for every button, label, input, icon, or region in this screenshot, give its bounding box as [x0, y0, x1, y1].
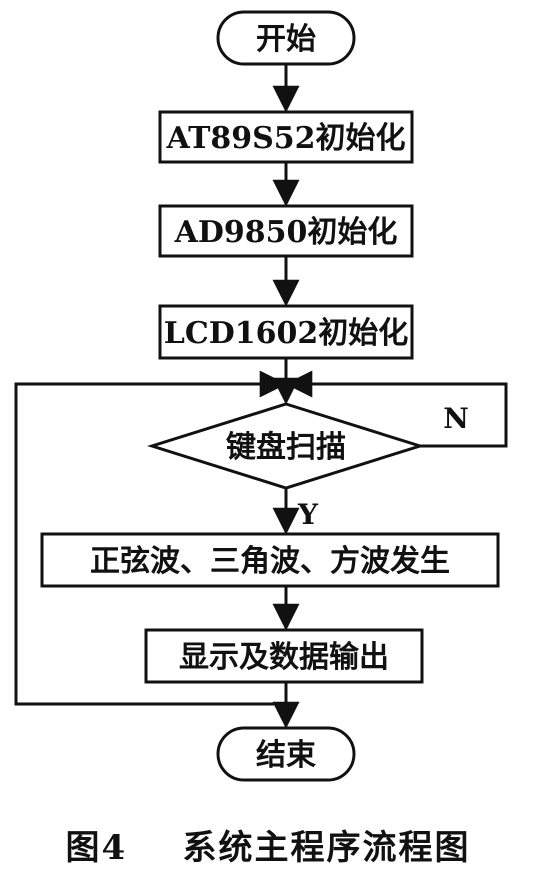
init-dds-node: AD9850初始化: [158, 204, 414, 258]
edge-keyscan-no-loop: [285, 370, 508, 448]
start-node: 开始: [216, 10, 356, 66]
yes-label: Y: [297, 498, 319, 531]
figure-caption: 图4 系统主程序流程图: [65, 828, 471, 868]
init-dds-label: AD9850初始化: [174, 215, 398, 250]
end-label: 结束: [256, 738, 316, 773]
end-node: 结束: [216, 726, 356, 782]
wave-gen-label: 正弦波、三角波、方波发生: [90, 544, 450, 579]
start-label: 开始: [256, 22, 316, 57]
init-mcu-node: AT89S52初始化: [158, 110, 414, 164]
display-output-node: 显示及数据输出: [144, 628, 424, 684]
no-label: N: [443, 402, 469, 435]
display-output-label: 显示及数据输出: [179, 640, 389, 675]
keyscan-decision: 键盘扫描: [146, 402, 426, 490]
edge-loop-back: [14, 370, 287, 706]
init-lcd-node: LCD1602初始化: [158, 304, 414, 360]
init-mcu-label: AT89S52初始化: [165, 121, 405, 156]
keyscan-label: 键盘扫描: [226, 430, 346, 465]
wave-gen-node: 正弦波、三角波、方波发生: [40, 532, 500, 588]
init-lcd-label: LCD1602初始化: [164, 316, 408, 351]
flowchart: 开始 AT89S52初始化 AD9850初始化 LCD1602初始化 键盘扫描 …: [14, 10, 508, 782]
